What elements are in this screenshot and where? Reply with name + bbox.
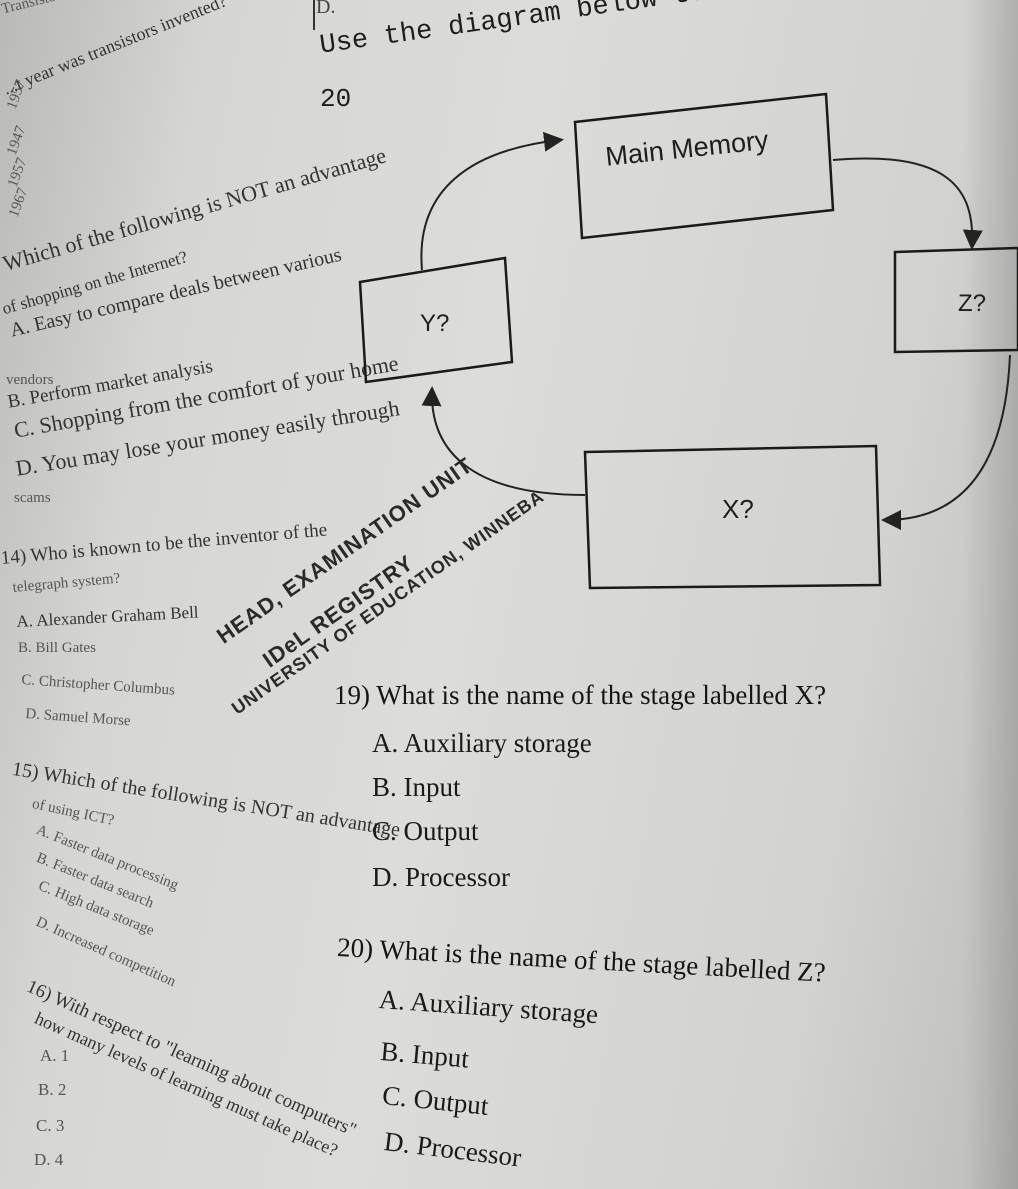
q-internet-option: scams [14, 490, 51, 506]
arrow-memory-to-z [832, 157, 983, 250]
q20-option-a: A. Auxiliary storage [377, 984, 600, 1030]
q20-option-c: C. Output [380, 1080, 490, 1121]
x-box [583, 444, 882, 590]
q16-text: 16) With respect to "learning about comp… [23, 976, 360, 1141]
q16-option: B. 2 [38, 1080, 67, 1099]
z-box [893, 246, 1018, 354]
q14-option: D. Samuel Morse [24, 706, 132, 730]
q19-option-a: A. Auxiliary storage [372, 728, 592, 758]
q16-text2: how many levels of learning must take pl… [31, 1008, 341, 1161]
q15-text: 15) Which of the following is NOT an adv… [10, 758, 402, 842]
arrow-y-to-memory [420, 131, 564, 271]
q16-option: D. 4 [34, 1150, 64, 1169]
z-label: Z? [958, 290, 987, 317]
q19-text: 19) What is the name of the stage labell… [334, 680, 827, 710]
q19-option-d: D. Processor [372, 862, 510, 892]
q15-option: D. Increased competition [33, 914, 179, 991]
q20-option-b: B. Input [379, 1036, 471, 1074]
q16-option: C. 3 [36, 1116, 65, 1135]
main-memory-box [573, 92, 835, 240]
q19-option-b: B. Input [372, 772, 461, 802]
arrow-z-to-x [881, 354, 1011, 530]
y-box [358, 256, 514, 384]
x-label: X? [722, 494, 754, 524]
q19-option-c: C. Output [372, 816, 479, 846]
q16-option: A. 1 [40, 1046, 70, 1065]
q20-option-d: D. Processor [382, 1126, 523, 1173]
q20-text: 20) What is the name of the stage labell… [336, 932, 827, 988]
q-internet-option: vendors [6, 372, 54, 388]
arrow-x-to-y [421, 386, 586, 496]
y-label: Y? [420, 310, 450, 337]
top-fragment: D. [316, 0, 336, 18]
column-divider [313, 0, 315, 30]
flow-diagram [358, 92, 1018, 590]
page-curl-shadow [963, 0, 1018, 1189]
instruction-number: 20 [320, 84, 352, 114]
q14-option: B. Bill Gates [18, 640, 96, 656]
